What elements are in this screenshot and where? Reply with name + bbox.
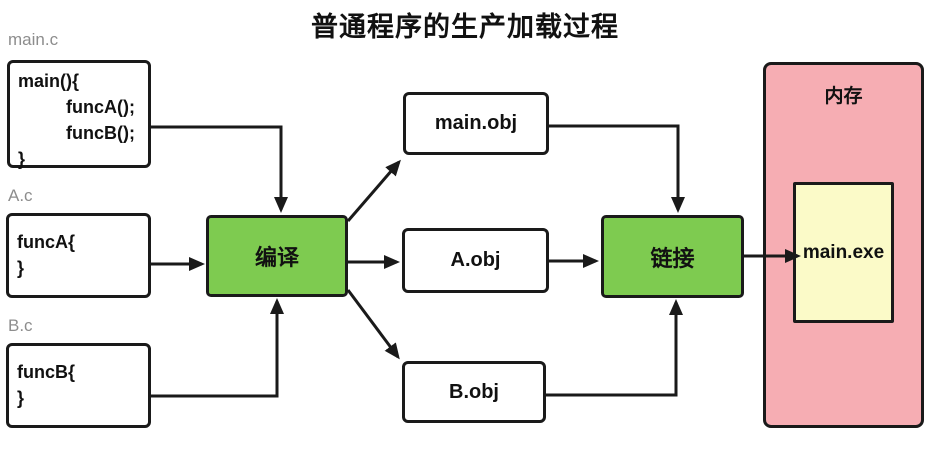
code-line: main(){ — [18, 71, 80, 91]
source-box-a-c: funcA{ } — [6, 213, 151, 298]
arrow-bc-to-compile — [150, 298, 284, 398]
arrow-compile-to-mainobj — [346, 159, 401, 222]
exe-box: main.exe — [793, 182, 894, 323]
code-line: funcB(); — [66, 123, 135, 143]
code-line: } — [17, 258, 25, 278]
diagram-title: 普通程序的生产加载过程 — [311, 12, 619, 42]
code-line: } — [18, 149, 26, 169]
memory-label: 内存 — [824, 86, 863, 107]
link-node-label: 链接 — [650, 245, 695, 271]
file-label-main-c: main.c — [8, 30, 59, 49]
source-box-b-c: funcB{ } — [6, 343, 151, 428]
arrow-compile-to-bobj — [346, 289, 400, 360]
code-line: funcA(); — [66, 97, 135, 117]
file-label-a-c: A.c — [8, 186, 33, 205]
source-box-main-c: main(){ funcA(); funcB(); } — [7, 60, 151, 169]
object-label-a-obj: A.obj — [450, 249, 501, 271]
object-box-main-obj: main.obj — [403, 92, 549, 155]
object-box-a-obj: A.obj — [402, 228, 549, 293]
arrow-mainc-to-compile — [150, 125, 288, 213]
object-label-main-obj: main.obj — [434, 112, 518, 134]
link-node: 链接 — [601, 215, 744, 298]
object-label-b-obj: B.obj — [449, 380, 499, 403]
code-line: } — [17, 388, 25, 408]
compile-node-label: 编译 — [254, 245, 299, 270]
object-box-b-obj: B.obj — [402, 361, 546, 423]
file-label-b-c: B.c — [8, 316, 33, 335]
arrow-mainobj-to-link — [549, 124, 685, 213]
exe-label: main.exe — [802, 241, 885, 263]
compile-node: 编译 — [206, 215, 348, 297]
code-line: funcB{ — [17, 362, 75, 382]
arrow-bobj-to-link — [546, 299, 683, 397]
code-line: funcA{ — [17, 232, 75, 252]
